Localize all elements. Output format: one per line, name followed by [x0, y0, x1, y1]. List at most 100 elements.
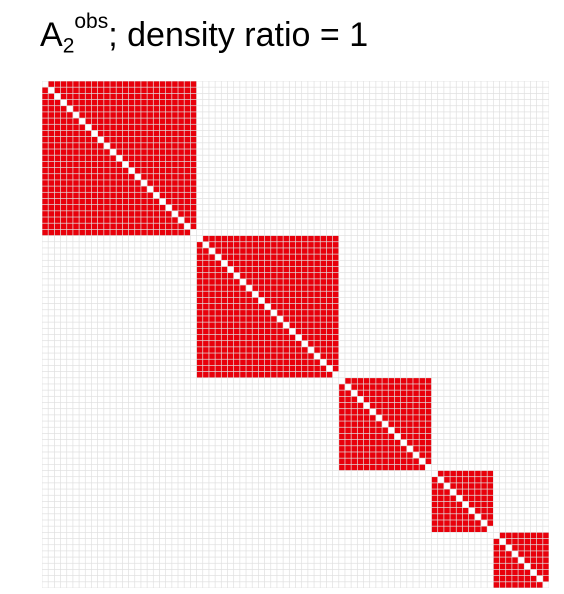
matrix-cell-empty [376, 81, 382, 87]
matrix-cell-empty [234, 192, 240, 199]
matrix-cell-edge [159, 174, 166, 180]
matrix-cell-empty [438, 297, 444, 304]
matrix-cell-edge [67, 192, 73, 199]
matrix-cell-empty [357, 99, 364, 106]
matrix-cell-empty [493, 347, 500, 353]
matrix-cell-empty [419, 180, 425, 186]
matrix-cell-empty [67, 446, 73, 452]
matrix-cell-edge [122, 81, 129, 87]
matrix-cell-empty [42, 347, 48, 353]
matrix-cell-edge [407, 409, 413, 415]
matrix-cell-edge [73, 130, 79, 137]
matrix-cell-empty [166, 415, 172, 421]
matrix-cell-empty [512, 328, 518, 335]
matrix-cell-empty [135, 365, 141, 372]
matrix-cell-empty [530, 316, 537, 322]
matrix-cell-empty [91, 439, 98, 446]
matrix-cell-empty [407, 161, 413, 168]
matrix-cell-empty [450, 198, 456, 205]
matrix-cell-empty [332, 433, 339, 440]
matrix-cell-edge [419, 421, 425, 427]
matrix-cell-empty [450, 99, 456, 106]
matrix-cell-empty [431, 211, 438, 217]
matrix-cell-empty [481, 87, 487, 94]
matrix-cell-empty [234, 439, 240, 446]
matrix-cell-empty [499, 118, 506, 124]
matrix-cell-edge [382, 396, 388, 403]
matrix-cell-empty [543, 260, 549, 267]
matrix-cell-edge [264, 322, 271, 328]
matrix-cell-empty [524, 310, 531, 316]
matrix-cell-empty [438, 106, 444, 112]
matrix-cell-empty [110, 359, 116, 366]
matrix-cell-empty [79, 118, 85, 124]
matrix-cell-empty [363, 211, 370, 217]
matrix-cell-empty [481, 118, 487, 124]
matrix-cell-empty [122, 235, 129, 242]
matrix-cell-empty [506, 174, 512, 180]
matrix-cell-edge [425, 409, 432, 415]
matrix-cell-empty [42, 427, 48, 434]
matrix-cell-empty [54, 439, 61, 446]
matrix-cell-empty [351, 223, 357, 230]
matrix-cell-empty [209, 396, 215, 403]
matrix-cell-empty [295, 112, 302, 118]
matrix-cell-empty [530, 266, 537, 273]
matrix-cell-empty [400, 310, 407, 316]
matrix-cell-edge [295, 242, 302, 248]
matrix-cell-empty [258, 143, 265, 149]
matrix-cell-edge [326, 322, 333, 328]
matrix-cell-empty [196, 81, 203, 87]
matrix-cell-empty [332, 112, 339, 118]
matrix-cell-edge [48, 143, 55, 149]
matrix-cell-edge [382, 390, 388, 396]
matrix-cell-edge [73, 161, 79, 168]
matrix-cell-empty [295, 229, 302, 236]
matrix-cell-empty [122, 297, 129, 304]
matrix-cell-empty [438, 242, 444, 248]
matrix-cell-edge [209, 334, 215, 341]
matrix-cell-empty [419, 310, 425, 316]
matrix-cell-empty [400, 365, 407, 372]
matrix-cell-empty [475, 322, 481, 328]
matrix-cell-empty [438, 192, 444, 199]
matrix-cell-edge [141, 155, 147, 162]
matrix-cell-empty [468, 260, 475, 267]
matrix-cell-empty [370, 161, 376, 168]
matrix-cell-empty [277, 415, 283, 421]
matrix-cell-empty [221, 409, 228, 415]
matrix-cell-empty [518, 427, 524, 434]
matrix-cell-empty [339, 365, 345, 372]
matrix-cell-empty [506, 273, 512, 279]
matrix-cell-edge [394, 415, 401, 421]
matrix-cell-empty [518, 446, 524, 452]
matrix-cell-empty [388, 310, 395, 316]
matrix-cell-empty [147, 322, 153, 328]
matrix-cell-empty [536, 402, 543, 409]
matrix-cell-empty [543, 161, 549, 168]
matrix-cell-edge [264, 328, 271, 335]
matrix-cell-empty [159, 266, 166, 273]
matrix-cell-edge [85, 180, 92, 186]
matrix-cell-empty [524, 167, 531, 174]
matrix-cell-empty [407, 186, 413, 192]
matrix-cell-edge [54, 81, 61, 87]
matrix-cell-edge [147, 211, 153, 217]
matrix-cell-empty [530, 198, 537, 205]
matrix-cell-empty [277, 174, 283, 180]
matrix-cell-empty [413, 359, 419, 366]
matrix-cell-empty [91, 365, 98, 372]
matrix-cell-empty [85, 279, 92, 285]
matrix-cell-empty [438, 328, 444, 335]
matrix-cell-edge [264, 248, 271, 254]
matrix-cell-empty [363, 266, 370, 273]
matrix-cell-edge [54, 217, 61, 223]
matrix-cell-empty [98, 303, 104, 310]
matrix-cell-empty [518, 266, 524, 273]
matrix-cell-empty [524, 396, 531, 403]
matrix-cell-empty [209, 124, 215, 131]
matrix-cell-empty [388, 334, 395, 341]
matrix-cell-empty [326, 87, 333, 94]
matrix-cell-empty [234, 137, 240, 143]
matrix-cell-empty [475, 112, 481, 118]
